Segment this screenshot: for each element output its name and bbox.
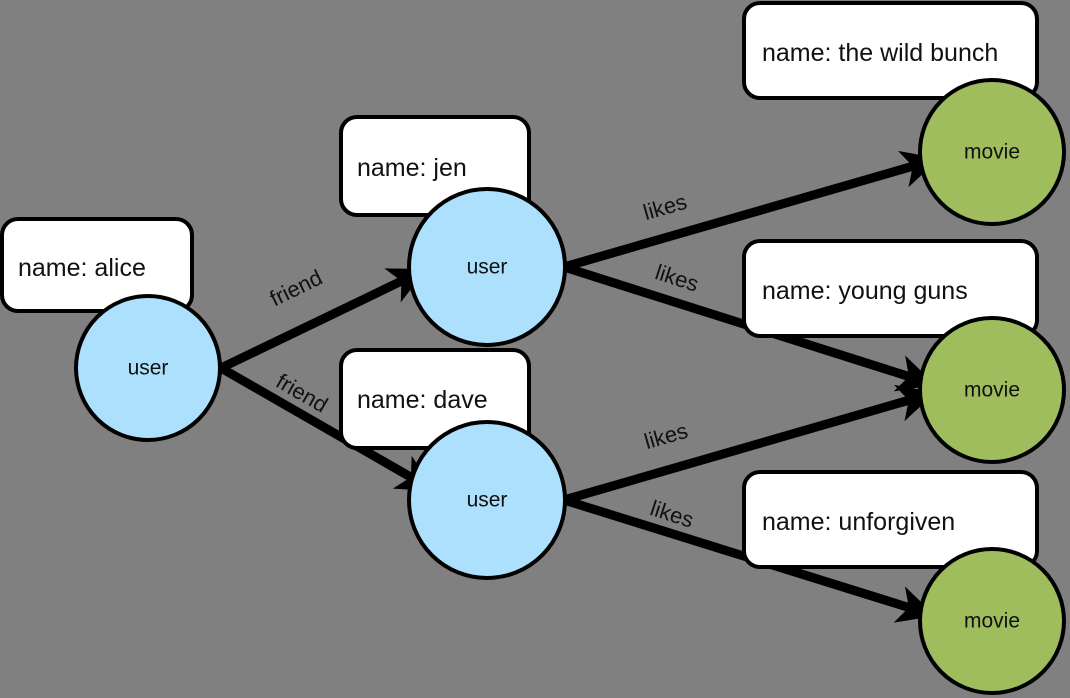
property-box-unforgiven[interactable]: name: unforgiven [742, 470, 1039, 569]
node-label: movie [964, 379, 1020, 402]
property-text: name: young guns [762, 277, 968, 305]
node-circle-user [407, 187, 567, 347]
node-circle-user [74, 294, 222, 442]
property-box-shape [0, 217, 194, 313]
property-text: name: unforgiven [762, 508, 955, 536]
edge-dave-likes-unforgiven[interactable] [562, 495, 936, 623]
property-box-young_guns[interactable]: name: young guns [742, 239, 1039, 338]
node-label: user [128, 357, 169, 380]
property-text: name: jen [357, 154, 467, 182]
edge-line [562, 384, 936, 505]
node-circle-user [407, 420, 567, 580]
node-label: user [467, 256, 508, 279]
property-box-shape [742, 470, 1039, 569]
edge-jen-likes-youngguns[interactable] [562, 262, 936, 392]
node-dave[interactable]: user [407, 420, 567, 580]
edge-alice-friend-jen[interactable] [219, 268, 427, 373]
edge-line [219, 268, 427, 373]
node-circle-movie [918, 78, 1066, 226]
property-box-the_wild_bunch[interactable]: name: the wild bunch [742, 1, 1039, 100]
edge-alice-friend-dave[interactable] [218, 364, 436, 492]
node-circle-movie [918, 316, 1066, 464]
property-text: name: the wild bunch [762, 39, 998, 67]
property-box-shape [742, 239, 1039, 338]
node-label: movie [964, 610, 1020, 633]
edge-dave-likes-youngguns[interactable] [562, 384, 936, 505]
node-alice[interactable]: user [74, 294, 222, 442]
property-box-alice[interactable]: name: alice [0, 217, 194, 313]
edge-line [562, 150, 940, 272]
edge-line [218, 364, 436, 492]
edges-layer [218, 150, 940, 623]
nodes-layer: user user user movie movie movie [74, 78, 1066, 695]
node-circle-movie [918, 547, 1066, 695]
edge-jen-likes-wildbunch[interactable] [562, 150, 940, 272]
node-young_guns[interactable]: movie [918, 316, 1066, 464]
edge-line [562, 495, 936, 623]
property-text: name: alice [18, 254, 146, 282]
property-text: name: dave [357, 386, 488, 414]
node-label: user [467, 489, 508, 512]
node-unforgiven[interactable]: movie [918, 547, 1066, 695]
property-box-shape [742, 1, 1039, 100]
node-label: movie [964, 141, 1020, 164]
node-jen[interactable]: user [407, 187, 567, 347]
property-box-dave[interactable]: name: dave [339, 348, 531, 450]
edge-line [562, 262, 936, 392]
node-the_wild_bunch[interactable]: movie [918, 78, 1066, 226]
